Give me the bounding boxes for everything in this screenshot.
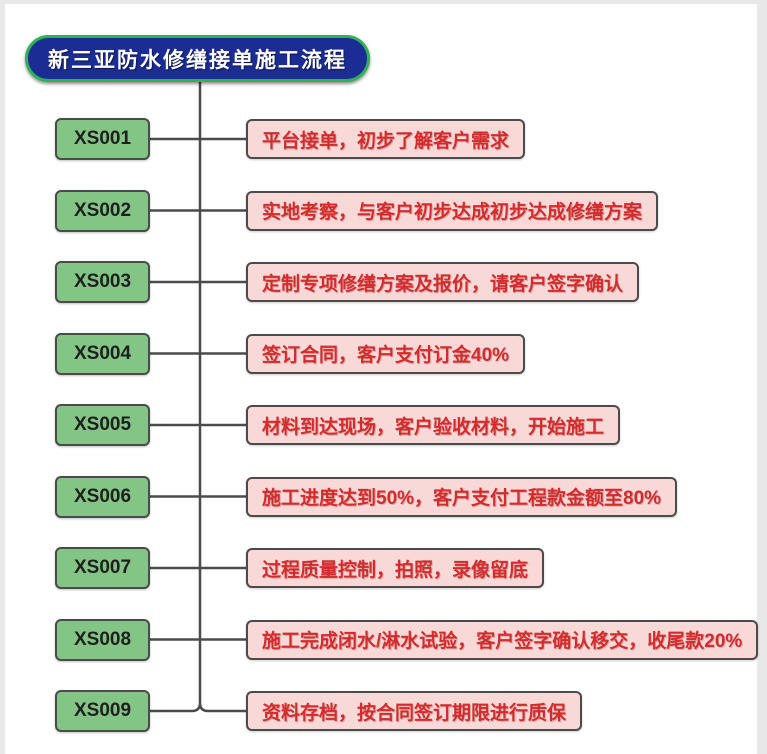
step-row: XS001 平台接单，初步了解客户需求 (0, 118, 767, 160)
step-desc-node-xs009[interactable]: 资料存档，按合同签订期限进行质保 (246, 691, 583, 731)
step-desc-node-xs004[interactable]: 签订合同，客户支付订金40% (246, 333, 526, 374)
step-code-node-xs009[interactable]: XS009 (55, 690, 150, 732)
step-code-node-xs006[interactable]: XS006 (55, 475, 150, 518)
step-row: XS005 材料到达现场，客户验收材料，开始施工 (0, 404, 767, 446)
flowchart-title-label: 新三亚防水修缮接单施工流程 (48, 48, 347, 72)
page-edge-top (0, 0, 767, 4)
page-edge-right (757, 0, 767, 754)
flowchart-title-node[interactable]: 新三亚防水修缮接单施工流程 (25, 35, 370, 82)
page-edge-left (0, 0, 5, 754)
step-desc-node-xs002[interactable]: 实地考察，与客户初步达成初步达成修缮方案 (246, 190, 659, 231)
step-desc-node-xs006[interactable]: 施工进度达到50%，客户支付工程款金额至80% (246, 476, 678, 517)
step-desc-node-xs007[interactable]: 过程质量控制，拍照，录像留底 (246, 548, 545, 588)
step-code-node-xs001[interactable]: XS001 (55, 118, 150, 160)
step-row: XS009 资料存档，按合同签订期限进行质保 (0, 690, 767, 732)
step-code-node-xs002[interactable]: XS002 (55, 189, 150, 232)
step-desc-node-xs008[interactable]: 施工完成闭水/淋水试验，客户签字确认移交，收尾款20% (246, 619, 759, 660)
step-code-node-xs005[interactable]: XS005 (55, 404, 150, 446)
step-code-node-xs008[interactable]: XS008 (55, 618, 150, 661)
step-row: XS004 签订合同，客户支付订金40% (0, 332, 767, 375)
step-row: XS008 施工完成闭水/淋水试验，客户签字确认移交，收尾款20% (0, 618, 767, 661)
step-desc-node-xs003[interactable]: 定制专项修缮方案及报价，请客户签字确认 (246, 262, 640, 302)
step-desc-node-xs001[interactable]: 平台接单，初步了解客户需求 (246, 119, 526, 159)
step-code-node-xs004[interactable]: XS004 (55, 332, 150, 375)
step-row: XS007 过程质量控制，拍照，录像留底 (0, 547, 767, 589)
step-code-node-xs003[interactable]: XS003 (55, 261, 150, 303)
step-code-node-xs007[interactable]: XS007 (55, 547, 150, 589)
step-row: XS003 定制专项修缮方案及报价，请客户签字确认 (0, 261, 767, 303)
step-desc-node-xs005[interactable]: 材料到达现场，客户验收材料，开始施工 (246, 405, 621, 445)
step-row: XS006 施工进度达到50%，客户支付工程款金额至80% (0, 475, 767, 518)
step-row: XS002 实地考察，与客户初步达成初步达成修缮方案 (0, 189, 767, 232)
